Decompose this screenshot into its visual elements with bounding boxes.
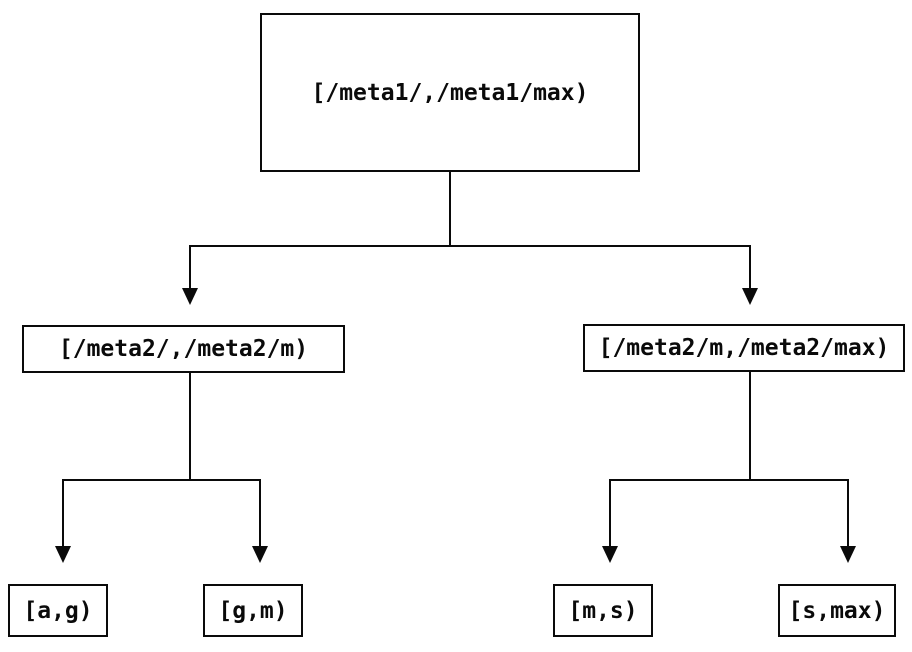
edge-root-stem-line bbox=[449, 172, 451, 246]
arrowhead-down-icon bbox=[742, 288, 758, 305]
arrowhead-down-icon bbox=[182, 288, 198, 305]
edge-left-crossbar-line bbox=[62, 479, 261, 481]
edge-root-right-drop-line bbox=[749, 245, 751, 289]
edge-right-drop-smax-line bbox=[847, 479, 849, 547]
node-leaf-gm: [g,m) bbox=[203, 584, 303, 637]
node-left-child: [/meta2/,/meta2/m) bbox=[22, 325, 345, 373]
node-leaf-smax: [s,max) bbox=[778, 584, 896, 637]
node-leaf-ms: [m,s) bbox=[553, 584, 653, 637]
arrowhead-down-icon bbox=[252, 546, 268, 563]
edge-left-stem-line bbox=[189, 373, 191, 480]
arrowhead-down-icon bbox=[840, 546, 856, 563]
edge-root-left-drop-line bbox=[189, 245, 191, 289]
edge-root-crossbar-line bbox=[189, 245, 751, 247]
arrowhead-down-icon bbox=[602, 546, 618, 563]
arrowhead-down-icon bbox=[55, 546, 71, 563]
edge-right-crossbar-line bbox=[609, 479, 849, 481]
edge-left-drop-ag-line bbox=[62, 479, 64, 547]
node-right-child: [/meta2/m,/meta2/max) bbox=[583, 324, 905, 372]
node-root: [/meta1/,/meta1/max) bbox=[260, 13, 640, 172]
node-leaf-ag: [a,g) bbox=[8, 584, 108, 637]
edge-right-stem-line bbox=[749, 372, 751, 480]
edge-left-drop-gm-line bbox=[259, 479, 261, 547]
edge-right-drop-ms-line bbox=[609, 479, 611, 547]
